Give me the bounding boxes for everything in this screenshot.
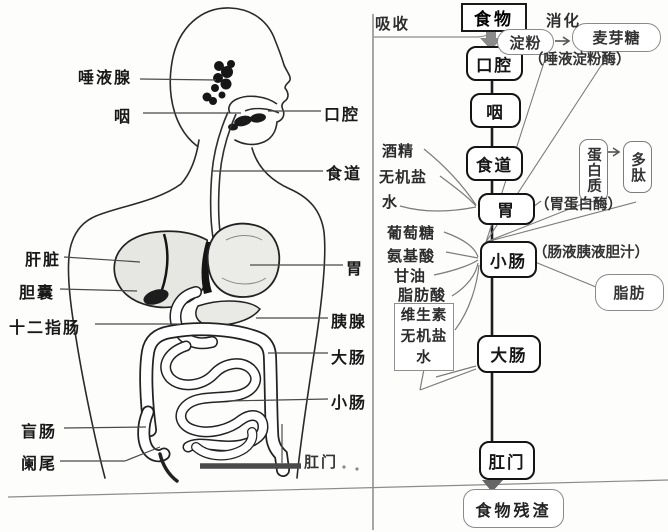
small-intestine-art bbox=[160, 340, 269, 461]
substance-fatty-acids: 脂肪酸 bbox=[398, 287, 447, 304]
body-outline bbox=[67, 7, 326, 479]
label-large-intestine: 大肠 bbox=[331, 350, 368, 367]
label-cecum: 盲肠 bbox=[21, 424, 58, 441]
small-intestine-absorption-lines bbox=[433, 231, 480, 331]
label-gallbladder: 胆囊 bbox=[19, 285, 56, 302]
substance-alcohol: 酒精 bbox=[382, 143, 415, 160]
substance-water-2: 水 bbox=[416, 349, 432, 366]
stomach-art bbox=[206, 222, 281, 298]
appendix-art bbox=[158, 452, 179, 483]
organ-box-esophagus: 食道 bbox=[466, 146, 523, 181]
large-intestine-absorbed-box: 维生素 无机盐 水 bbox=[394, 303, 454, 371]
organ-box-small-intestine: 小肠 bbox=[480, 241, 537, 278]
substance-glycerol: 甘油 bbox=[394, 268, 427, 285]
leader-lines bbox=[59, 78, 343, 463]
pancreas-art bbox=[195, 300, 262, 327]
label-pharynx: 咽 bbox=[114, 109, 133, 126]
substance-water: 水 bbox=[382, 194, 399, 211]
fat-oval: 脂肪 bbox=[595, 274, 664, 311]
pepsin-label: （胃蛋白酶） bbox=[535, 197, 622, 213]
organ-box-pharynx: 咽 bbox=[470, 93, 521, 128]
label-appendix: 阑尾 bbox=[21, 456, 58, 473]
esophagus-art bbox=[209, 111, 237, 241]
starch-to-maltose-arrow bbox=[555, 36, 571, 46]
gallbladder-art bbox=[143, 289, 169, 305]
food-box: 食物 bbox=[461, 3, 527, 32]
digestion-heading: 消化 bbox=[546, 13, 582, 30]
label-small-intestine: 小肠 bbox=[331, 395, 368, 412]
label-anus: 肛门 bbox=[304, 454, 339, 471]
organ-box-anus: 肛门 bbox=[479, 441, 535, 480]
label-duodenum: 十二指肠 bbox=[9, 320, 82, 337]
organ-box-stomach: 胃 bbox=[478, 193, 535, 225]
large-intestine-art bbox=[137, 322, 290, 477]
scan-dots bbox=[342, 465, 359, 471]
label-oral-cavity: 口腔 bbox=[324, 107, 361, 124]
label-salivary-gland: 唾液腺 bbox=[78, 70, 133, 87]
salivary-gland-art bbox=[202, 60, 235, 105]
substance-glucose: 葡萄糖 bbox=[387, 225, 436, 242]
starch-oval: 淀粉 bbox=[497, 29, 554, 55]
intestinal-juices-label: （肠液胰液胆汁） bbox=[533, 245, 649, 261]
polypeptide-box: 多肽 bbox=[623, 141, 652, 193]
substance-vitamins: 维生素 bbox=[400, 307, 448, 324]
stomach-absorption-lines bbox=[399, 148, 477, 212]
protein-box: 蛋白质 bbox=[579, 139, 608, 202]
salivary-amylase-label: （唾液淀粉酶） bbox=[529, 52, 631, 68]
bottom-slant-line bbox=[7, 479, 668, 498]
label-stomach: 胃 bbox=[346, 261, 365, 278]
organ-box-large-intestine: 大肠 bbox=[477, 335, 541, 373]
substance-amino-acids: 氨基酸 bbox=[387, 248, 436, 265]
residue-box: 食物残渣 bbox=[463, 489, 564, 528]
anus-to-residue-arrow bbox=[482, 476, 503, 492]
protein-to-polypeptide-arrow bbox=[606, 147, 621, 157]
label-liver: 肝脏 bbox=[25, 252, 62, 269]
large-intestine-absorption-lines bbox=[419, 365, 477, 391]
label-pancreas: 胰腺 bbox=[331, 314, 368, 331]
label-esophagus: 食道 bbox=[326, 166, 363, 183]
substance-mineral-salts: 无机盐 bbox=[379, 169, 428, 186]
absorption-heading: 吸收 bbox=[375, 16, 411, 33]
maltose-oval: 麦芽糖 bbox=[572, 23, 661, 52]
substance-mineral-salts-2: 无机盐 bbox=[400, 328, 448, 345]
food-to-mouth-arrow bbox=[480, 28, 502, 50]
